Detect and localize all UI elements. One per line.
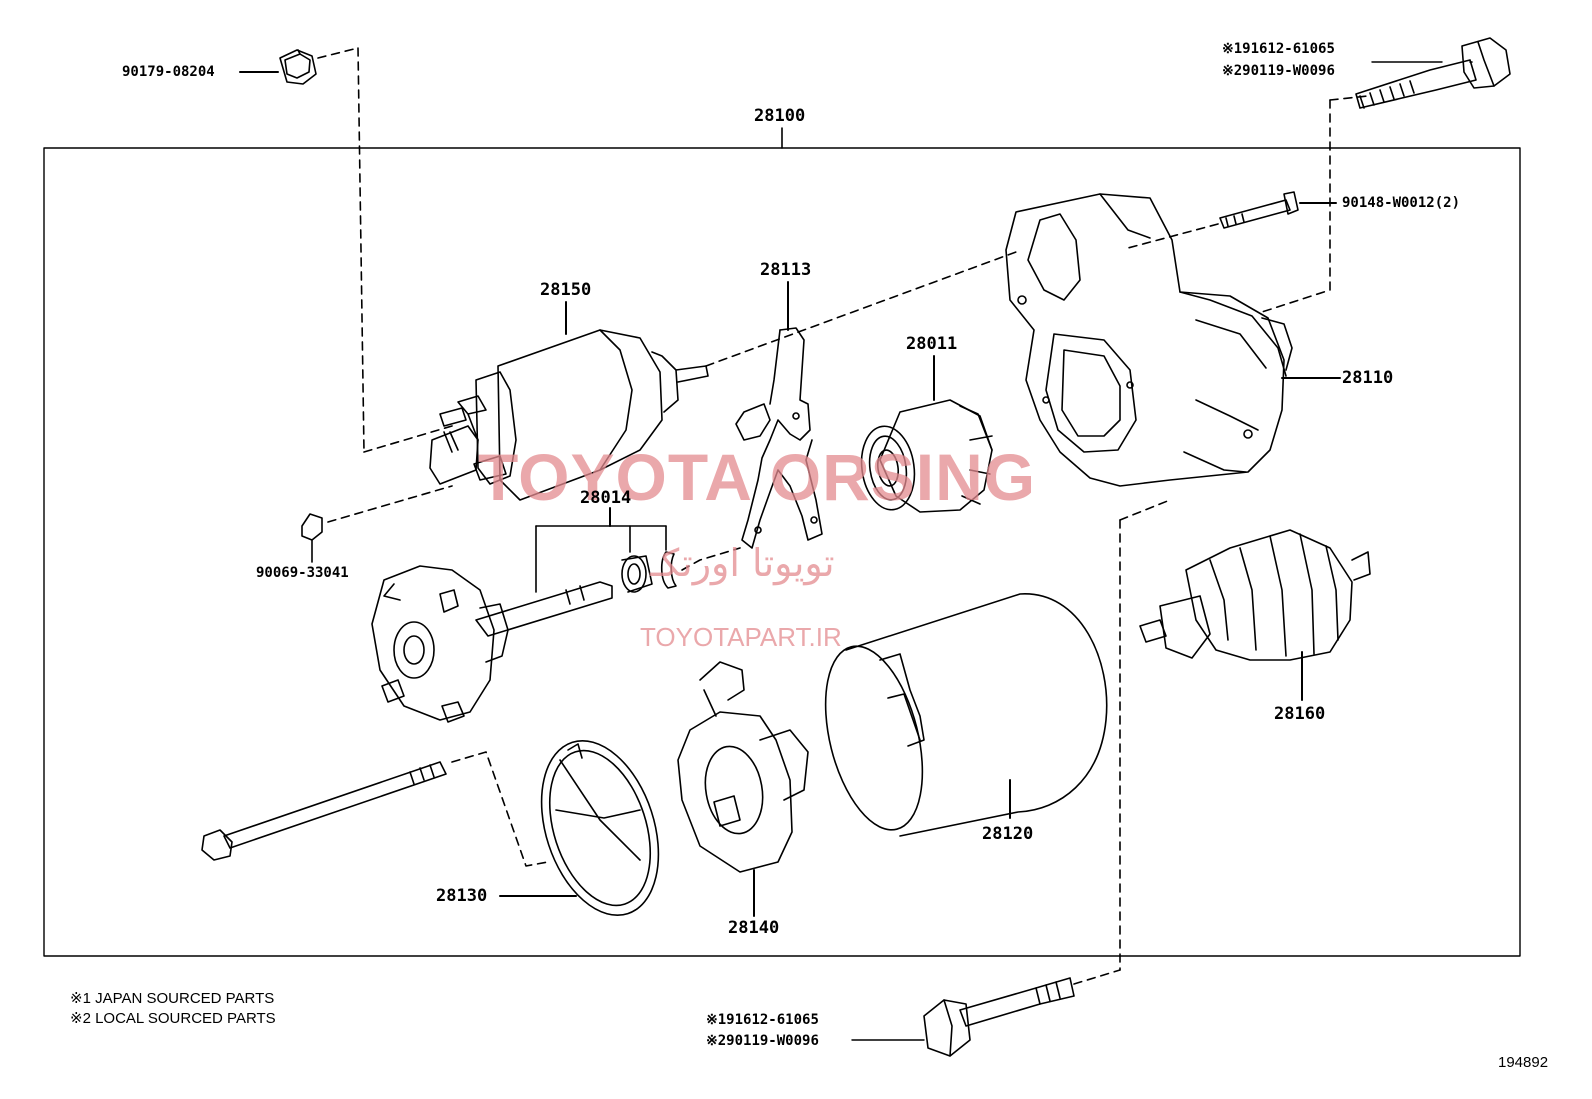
label-bolt-top-r-1: ※191612-61065	[1222, 41, 1335, 57]
screw-drawing	[1127, 191, 1337, 249]
label-screw: 90148-W0012(2)	[1342, 195, 1461, 211]
yoke-drawing	[824, 593, 1108, 837]
note-japan: ※1 JAPAN SOURCED PARTS	[70, 990, 275, 1007]
label-kit: 28014	[580, 488, 632, 508]
label-clutch: 28011	[906, 334, 958, 354]
label-armature: 28160	[1274, 704, 1326, 724]
label-nut-left: 90069-33041	[256, 565, 349, 581]
note-local: ※2 LOCAL SOURCED PARTS	[70, 1010, 276, 1027]
solenoid-drawing	[363, 251, 1017, 501]
front-housing-drawing	[371, 565, 509, 723]
label-solenoid: 28150	[540, 280, 592, 300]
bolt-bottom-drawing	[851, 969, 1121, 1057]
end-frame-drawing	[499, 739, 660, 917]
nut-top-drawing	[239, 47, 365, 453]
watermark-url: TOYOTAPART.IR	[640, 622, 842, 652]
through-bolt-drawing	[201, 751, 549, 867]
nut-left-drawing	[301, 485, 453, 563]
label-bolt-top-r-2: ※290119-W0096	[1222, 63, 1335, 79]
label-lever: 28113	[760, 260, 812, 280]
kit-drawing	[475, 507, 741, 637]
label-nut-top: 90179-08204	[122, 64, 215, 80]
housing-drawing	[1005, 193, 1341, 487]
label-bolt-bottom-1: ※191612-61065	[706, 1012, 819, 1028]
watermark-farsi: تویوتا اورتکـ	[650, 541, 835, 585]
label-yoke: 28120	[982, 824, 1034, 844]
label-housing: 28110	[1342, 368, 1394, 388]
lever-drawing	[735, 281, 823, 549]
watermark-brand: TOYOTA ORSING	[478, 440, 1037, 514]
label-assembly: 28100	[754, 106, 806, 126]
clutch-drawing	[860, 355, 993, 513]
brush-holder-drawing	[677, 661, 809, 917]
armature-drawing	[1119, 499, 1371, 971]
label-end-frame: 28130	[436, 886, 488, 906]
label-brush-holder: 28140	[728, 918, 780, 938]
reference-number: 194892	[1498, 1054, 1549, 1071]
bolt-top-right-drawing	[1261, 37, 1511, 313]
label-bolt-bottom-2: ※290119-W0096	[706, 1033, 819, 1049]
